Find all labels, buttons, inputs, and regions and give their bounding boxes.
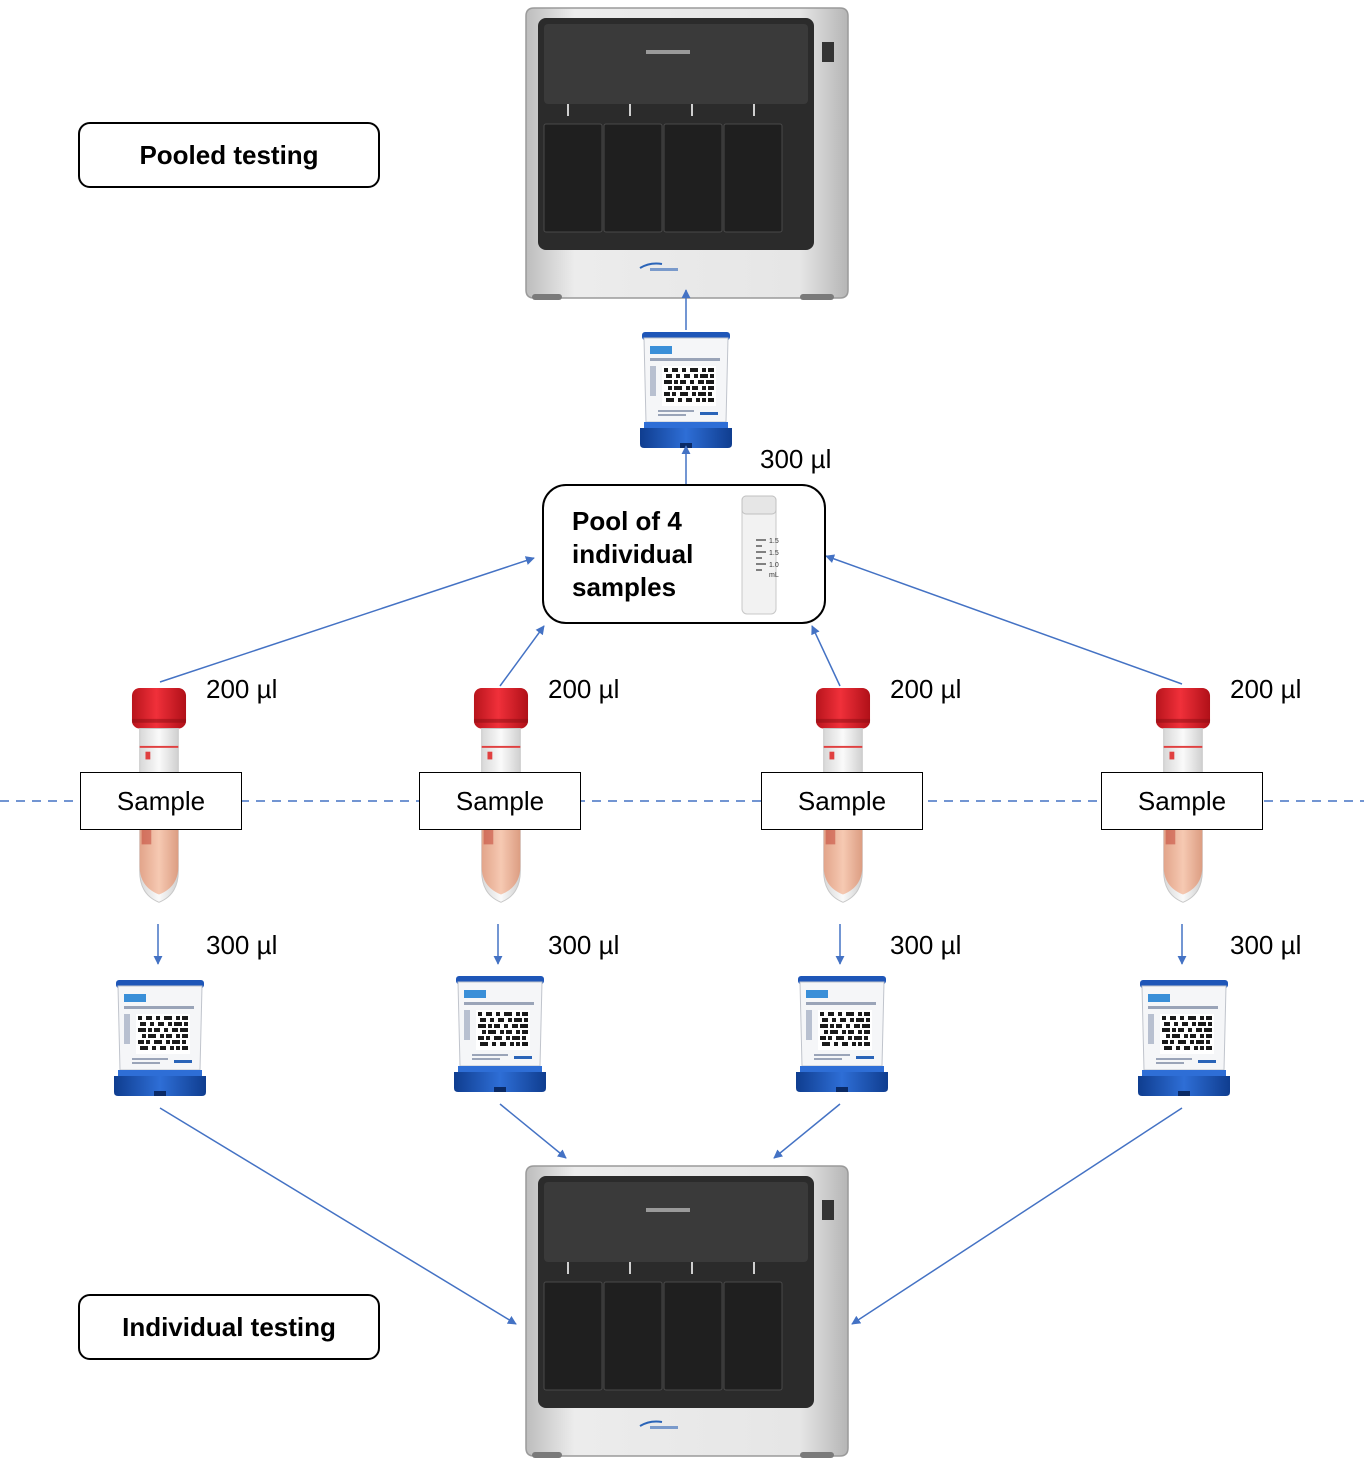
arrow-sample3-to-pool [811,625,841,687]
arrow-sample1-to-pool [159,556,535,683]
pooled-testing-label: Pooled testing [78,122,380,188]
vial-scale-unit: mL [769,572,779,579]
pool-line-3: samples [572,571,677,602]
sample3-pool-volume: 200 µl [890,674,962,704]
sample1-cartridge-volume: 300 µl [206,930,278,960]
sample2-pool-volume: 200 µl [548,674,620,704]
pool-box-text: Pool of 4 individual samples [572,505,693,604]
arrow-sample4-to-pool [825,554,1183,685]
sample-box-3: Sample [761,772,923,830]
sample4-pool-volume: 200 µl [1230,674,1302,704]
pool-vial-icon: 1.5 1.5 1.0 mL [741,495,779,615]
cartridge-1 [113,979,207,1097]
vial-scale-3: 1.0 [769,562,779,569]
vial-scale-1: 1.5 [769,538,779,545]
cartridge-3 [795,975,889,1093]
cartridge-2 [453,975,547,1093]
pool-box: Pool of 4 individual samples [542,484,826,624]
sample1-pool-volume: 200 µl [206,674,278,704]
individual-testing-label: Individual testing [78,1294,380,1360]
sample2-cartridge-volume: 300 µl [548,930,620,960]
sample3-cartridge-volume: 300 µl [890,930,962,960]
individual-testing-instrument [525,1165,849,1459]
arrow-cartridge2-to-instrument [499,1103,567,1159]
sample-box-4: Sample [1101,772,1263,830]
sample-box-2: Sample [419,772,581,830]
sample4-cartridge-volume: 300 µl [1230,930,1302,960]
cartridge-4 [1137,979,1231,1097]
pool-line-2: individual [572,538,694,569]
sample-box-1: Sample [80,772,242,830]
arrow-cartridge3-to-instrument [773,1103,841,1159]
pooled-testing-instrument [525,7,849,301]
pool-cartridge [639,331,733,449]
pool-line-1: Pool of 4 [572,505,682,536]
arrow-cartridge4-to-instrument [851,1107,1183,1325]
vial-scale-2: 1.5 [769,550,779,557]
arrow-sample2-to-pool [499,625,545,687]
pool-volume-label: 300 µl [760,444,832,474]
arrow-cartridge1-to-instrument [159,1107,517,1325]
flow-arrows [153,289,1187,1325]
